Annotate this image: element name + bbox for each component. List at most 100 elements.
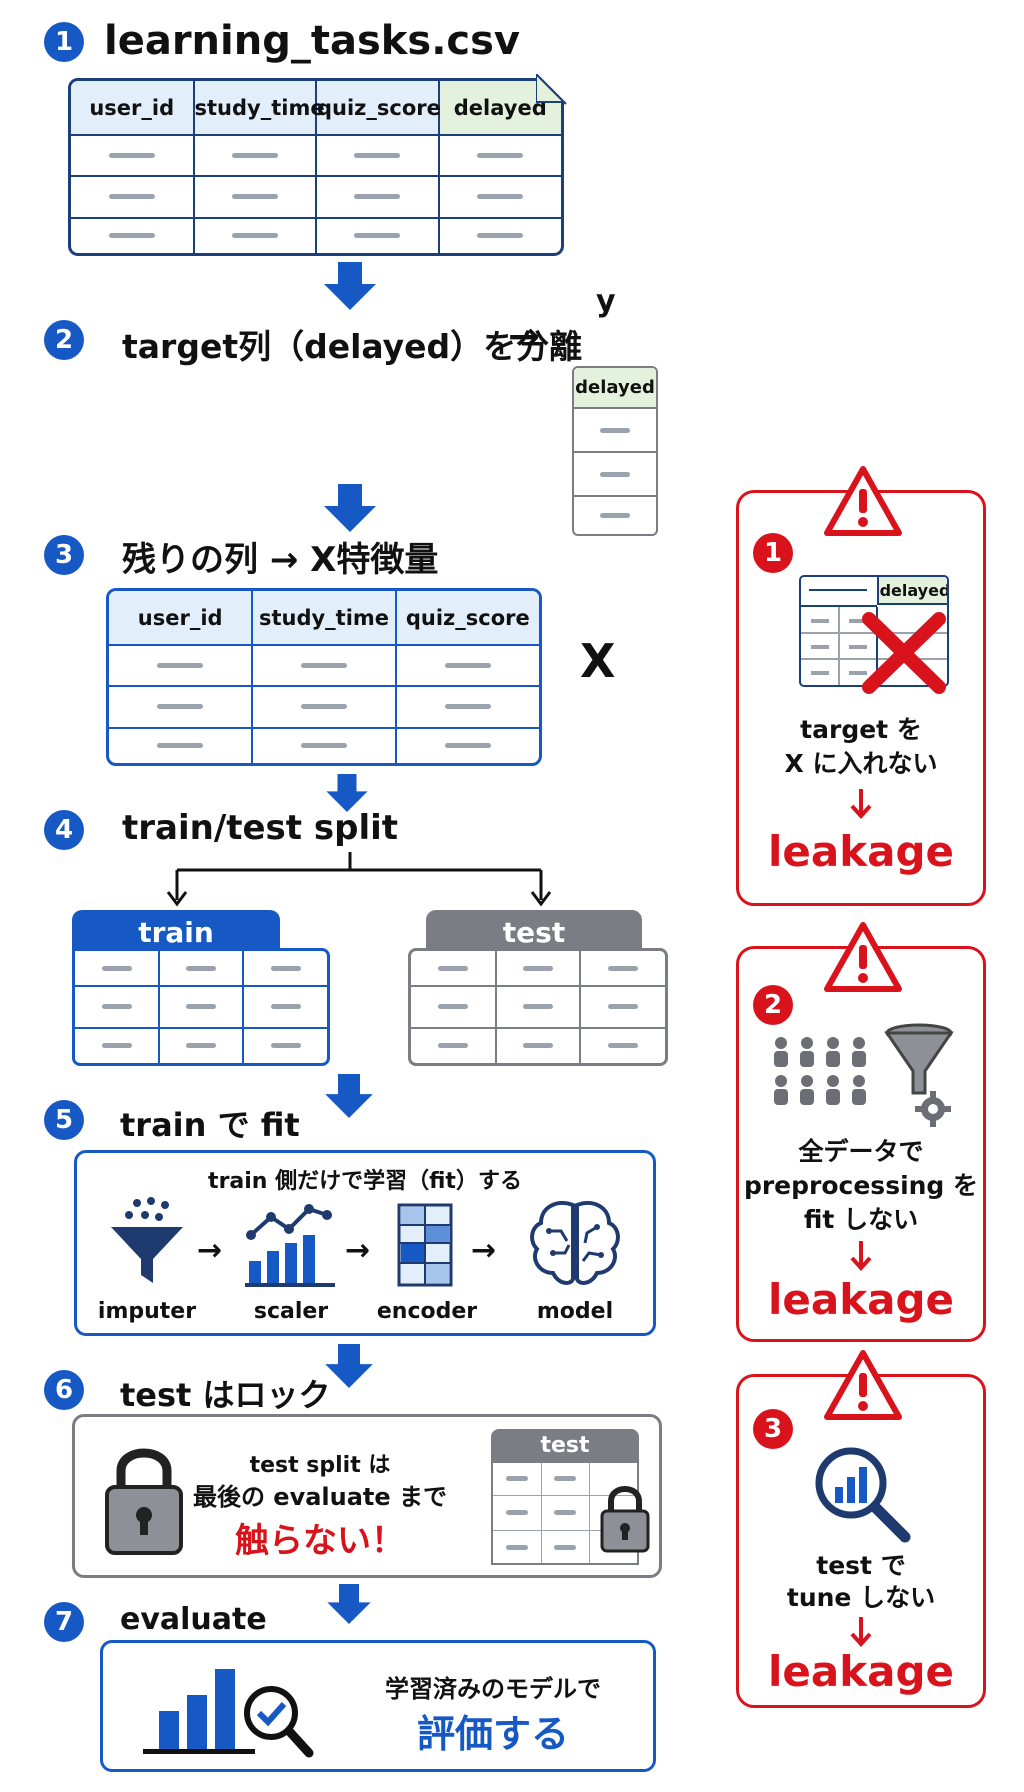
cell <box>315 216 440 253</box>
pipeline-label-imputer: imputer <box>97 1299 197 1324</box>
funnel-icon <box>111 1197 183 1283</box>
cell <box>158 951 244 988</box>
split-connector <box>166 852 552 907</box>
cell <box>192 133 317 178</box>
cell <box>494 985 582 1029</box>
cell <box>394 726 539 763</box>
y-table: delayed <box>572 366 658 536</box>
pipeline-label-encoder: encoder <box>376 1299 478 1324</box>
cell <box>574 452 656 498</box>
down-arrow-icon <box>324 262 376 310</box>
lock-line-2: 最後の evaluate まで <box>192 1483 448 1511</box>
magnifier-chart-icon <box>815 1447 911 1543</box>
cell <box>574 496 656 534</box>
cell <box>411 1026 497 1063</box>
lock-box: test split は 最後の evaluate まで 触らない！ test <box>72 1414 662 1578</box>
red-down-arrow-icon <box>850 789 872 819</box>
file-corner-icon <box>536 74 568 106</box>
train-table <box>72 948 330 1066</box>
red-down-arrow-icon <box>850 1241 872 1271</box>
warning-2-line-1: 全データで <box>798 1137 924 1166</box>
cell <box>493 1494 542 1532</box>
cell <box>242 985 327 1029</box>
cell <box>574 408 656 454</box>
cell <box>71 133 195 178</box>
step-4-title: train/test split <box>122 808 399 848</box>
warning-3-leakage: leakage <box>767 1647 955 1696</box>
pipeline-arrow: → <box>471 1233 497 1268</box>
y-grid: delayed <box>574 368 656 534</box>
fit-box: train 側だけで学習（fit）する → → → imput <box>74 1150 656 1336</box>
step-2-arrow: → <box>508 314 540 358</box>
encoder-grid-icon <box>397 1203 453 1287</box>
small-padlock-icon <box>600 1486 650 1553</box>
step-3-badge: 3 <box>44 535 84 575</box>
csv-table: user_id study_time quiz_score delayed <box>68 78 564 256</box>
step-4-badge: 4 <box>44 810 84 850</box>
eval-line-2: 評価する <box>416 1712 569 1756</box>
locked-test-tab: test <box>491 1429 639 1463</box>
funnel-gear-icon <box>884 1023 954 1127</box>
train-grid <box>75 951 327 1063</box>
cell <box>109 685 254 729</box>
cell <box>242 1026 327 1063</box>
step-7-badge: 7 <box>44 1602 84 1642</box>
cell <box>437 216 561 253</box>
cell <box>251 726 397 763</box>
x-header-quiz-score: quiz_score <box>394 591 539 646</box>
divider <box>809 589 867 591</box>
step-5-title: train で fit <box>120 1106 300 1144</box>
x-header-study-time: study_time <box>251 591 397 646</box>
brain-icon <box>530 1201 620 1285</box>
cell <box>494 951 582 988</box>
divider <box>801 605 877 607</box>
x-header-user-id: user_id <box>109 591 254 646</box>
x-table: user_id study_time quiz_score <box>106 588 542 766</box>
cell <box>411 951 497 988</box>
step-3-title: 残りの列 → X特徴量 <box>122 540 439 580</box>
step-6-title: test はロック <box>120 1376 331 1414</box>
warning-2-badge: 2 <box>753 985 793 1025</box>
cell <box>540 1494 590 1532</box>
cell <box>75 985 160 1029</box>
cell <box>242 951 327 988</box>
step-5-badge: 5 <box>44 1100 84 1140</box>
warning-1-line-1: target を <box>800 715 922 744</box>
csv-header-user-id: user_id <box>71 81 195 136</box>
cell <box>75 951 160 988</box>
cell <box>493 1530 542 1563</box>
warning-2-line-3: fit しない <box>803 1205 919 1234</box>
y-label: y <box>596 284 616 319</box>
cell <box>394 685 539 729</box>
red-down-arrow-icon <box>850 1617 872 1647</box>
warning-1-badge: 1 <box>753 533 793 573</box>
down-arrow-icon <box>325 1344 373 1388</box>
down-arrow-icon <box>327 1584 371 1624</box>
warning-2-leakage: leakage <box>767 1275 955 1324</box>
pipeline-label-scaler: scaler <box>253 1299 329 1324</box>
pipeline-arrow: → <box>197 1233 223 1268</box>
cell <box>251 685 397 729</box>
down-arrow-icon <box>324 484 376 532</box>
cell <box>192 216 317 253</box>
step-1-title: learning_tasks.csv <box>104 18 520 64</box>
cell <box>394 643 539 688</box>
cell <box>494 1026 582 1063</box>
people-group-icon <box>774 1037 866 1105</box>
cell <box>579 951 665 988</box>
cell <box>579 1026 665 1063</box>
step-2-badge: 2 <box>44 320 84 360</box>
pipeline-label-model: model <box>536 1299 614 1324</box>
warning-card-2: 2 全データで preprocessing を fit しない leakage <box>736 922 986 1342</box>
cell <box>192 175 317 219</box>
cell <box>109 726 254 763</box>
cell <box>437 175 561 219</box>
pipeline-arrow: → <box>345 1233 371 1268</box>
csv-header-quiz-score: quiz_score <box>315 81 441 136</box>
cell <box>315 133 440 178</box>
cross-icon <box>862 612 946 694</box>
x-label: X <box>580 634 616 688</box>
bar-chart-icon <box>245 1204 335 1287</box>
cell <box>158 985 244 1029</box>
cell <box>109 643 254 688</box>
